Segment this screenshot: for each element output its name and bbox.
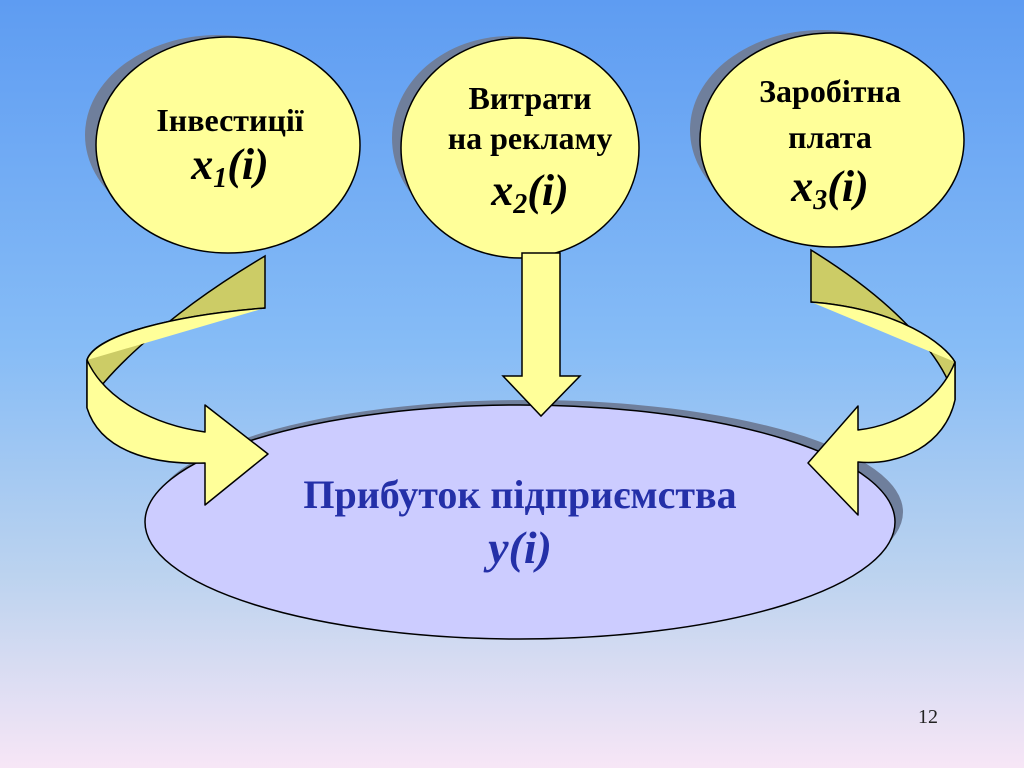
advertising-var: x: [491, 166, 514, 215]
advertising-node: Витрати на рекламу x2(i): [400, 78, 660, 219]
profit-node: Прибуток підприємства y(i): [200, 470, 840, 576]
advertising-arg: (i): [527, 166, 569, 215]
salary-arrow: [807, 248, 956, 516]
salary-sub: 3: [813, 185, 828, 216]
advertising-label-line2: на рекламу: [447, 120, 613, 156]
salary-var: x: [791, 162, 814, 211]
salary-node: Заробітна плата x3(i): [710, 68, 950, 215]
advertising-circle: [400, 37, 640, 259]
investment-node: Інвестиції x1(i): [110, 100, 350, 193]
salary-formula: x3(i): [710, 162, 950, 215]
salary-circle: [699, 32, 965, 248]
investment-arrow: [86, 254, 269, 506]
advertising-sub: 2: [513, 189, 528, 220]
page-number: 12: [918, 706, 938, 728]
investment-arg: (i): [227, 140, 269, 189]
investment-sub: 1: [213, 163, 228, 194]
salary-label-line1: Заробітна: [759, 73, 901, 109]
investment-label: Інвестиції: [156, 102, 304, 138]
advertising-arrow: [501, 252, 582, 418]
profit-ellipse: [144, 404, 896, 640]
salary-label-line2: плата: [788, 119, 872, 155]
profit-formula: y(i): [488, 522, 552, 573]
investment-formula: x1(i): [110, 140, 350, 193]
salary-arg: (i): [827, 162, 869, 211]
advertising-formula: x2(i): [400, 166, 660, 219]
profit-label: Прибуток підприємства: [303, 472, 737, 517]
investment-circle: [95, 36, 361, 254]
advertising-label-line1: Витрати: [468, 80, 592, 116]
investment-var: x: [191, 140, 214, 189]
